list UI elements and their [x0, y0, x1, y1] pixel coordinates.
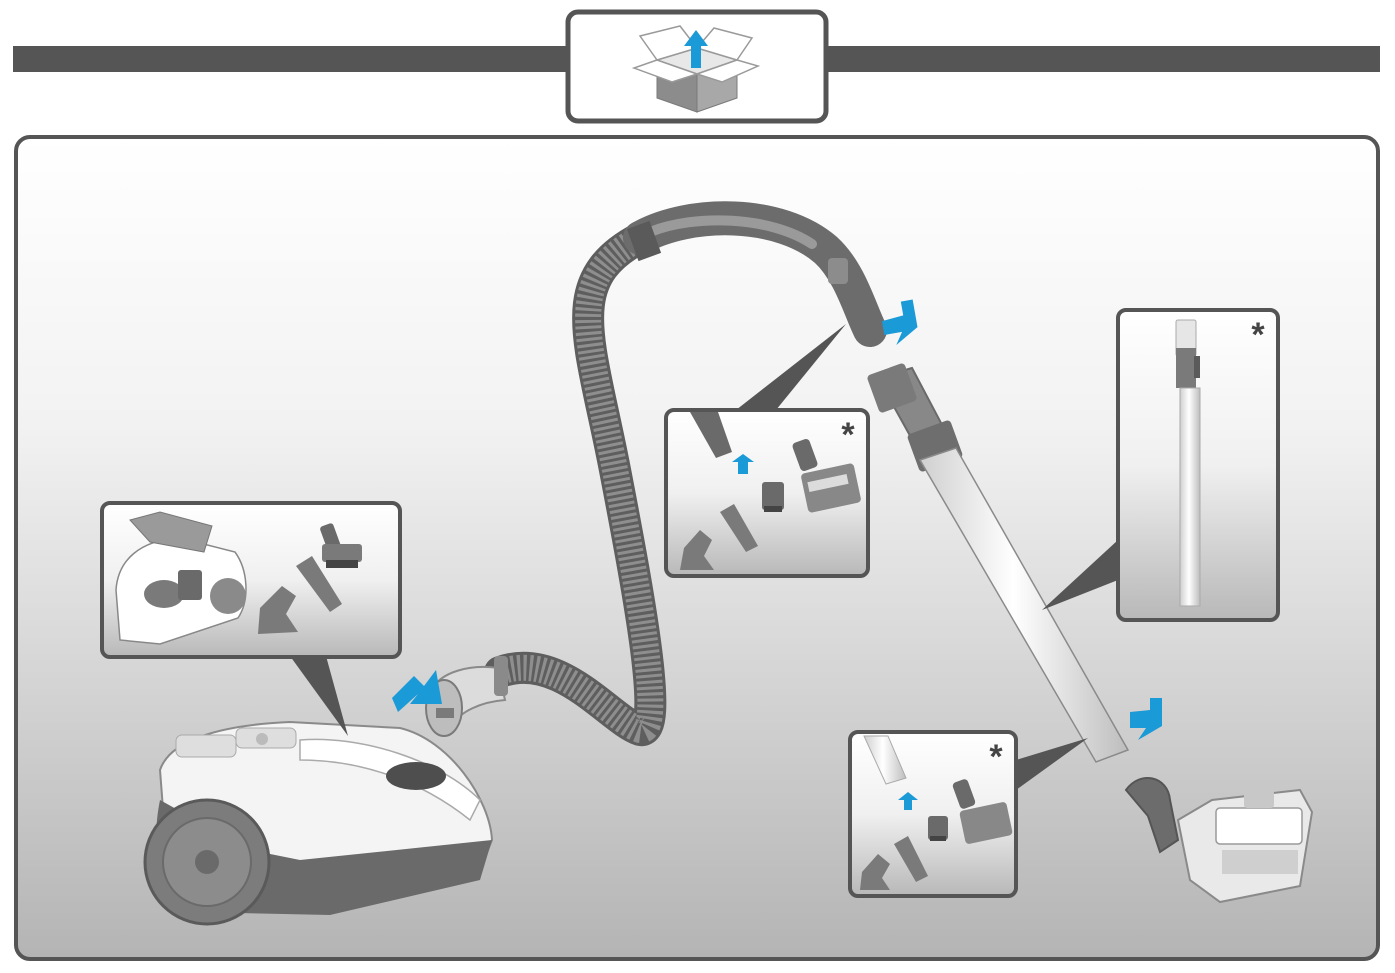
insert-arrow-body [392, 670, 442, 712]
dusting-brush-icon [320, 523, 362, 568]
callout-telescopic-tube: * [1042, 308, 1280, 622]
callout-handle-accessories: * [664, 324, 870, 578]
callout-accessories-bag [100, 501, 402, 736]
mini-turbo-brush-icon [792, 438, 861, 513]
crevice-tool-icon [720, 504, 758, 552]
small-up-arrow-icon [898, 792, 918, 810]
callout-tube-accessories: * [848, 730, 1088, 898]
crevice-tool-icon [894, 836, 928, 882]
dusting-brush-icon [928, 816, 948, 841]
optional-asterisk: * [841, 416, 855, 454]
vacuum-body-open [115, 511, 247, 645]
mini-turbo-brush-icon [952, 779, 1013, 844]
upholstery-brush-icon [860, 854, 890, 890]
upholstery-brush-icon [680, 530, 714, 570]
optional-asterisk: * [1251, 316, 1265, 354]
telescopic-tube [867, 363, 1130, 763]
vacuum-body [143, 720, 494, 926]
hose [425, 201, 887, 746]
upholstery-brush-icon [258, 586, 298, 634]
extension-tube-icon [1175, 319, 1201, 607]
up-arrow-icon [684, 30, 708, 68]
floor-nozzle [1124, 777, 1314, 904]
insert-arrow-handle [881, 299, 918, 346]
small-up-arrow-icon [732, 454, 754, 474]
hose-connector [425, 656, 508, 737]
crevice-tool-icon [296, 556, 342, 612]
handle [623, 201, 887, 347]
unpack-box-icon [565, 9, 829, 124]
insert-arrow-nozzle [1130, 698, 1162, 740]
optional-asterisk: * [989, 738, 1003, 776]
dusting-brush-icon [762, 482, 784, 512]
